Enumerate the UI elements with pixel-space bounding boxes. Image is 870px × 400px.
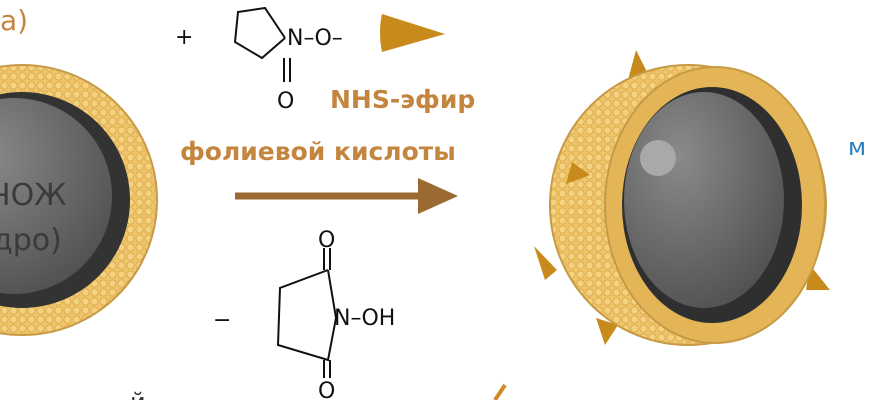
bottom-stroke-fragment: [493, 383, 507, 400]
nhs-byproduct-structure: − O N–OH O: [213, 228, 395, 400]
core: [0, 98, 112, 294]
minus-sign: −: [213, 308, 231, 333]
core: [624, 92, 784, 308]
reaction-arrow-icon: [235, 178, 458, 214]
hydroxyl-group: N–OH: [334, 306, 395, 331]
folate-spike-icon: [596, 318, 618, 345]
folate-triangle-icon: [380, 14, 445, 52]
core-label-line1: ЧОЖ: [0, 178, 67, 213]
oxygen-top: O: [318, 228, 335, 253]
unmodified-nanoparticle: ЧОЖ дро): [0, 64, 158, 336]
panel-label: а): [0, 4, 28, 37]
right-label-fragment: м: [848, 133, 866, 161]
reagent-name-line2: фолиевой кислоты: [180, 137, 456, 166]
oxygen-bottom: O: [318, 379, 335, 400]
bottom-left-fragment: й: [130, 388, 146, 400]
ester-linkage: N–O–: [287, 26, 343, 51]
reagent-name-line1: NHS-эфир: [330, 85, 475, 114]
core-highlight: [640, 140, 676, 176]
carbonyl-oxygen: O: [277, 89, 294, 114]
nhs-ester-structure: + N–O– O: [175, 6, 445, 114]
folate-functionalized-nanoparticle: [534, 50, 830, 346]
core-label-line2: дро): [0, 223, 62, 258]
folate-spike-icon: [534, 246, 557, 280]
plus-sign: +: [175, 25, 193, 50]
folate-spike-icon: [566, 162, 590, 184]
